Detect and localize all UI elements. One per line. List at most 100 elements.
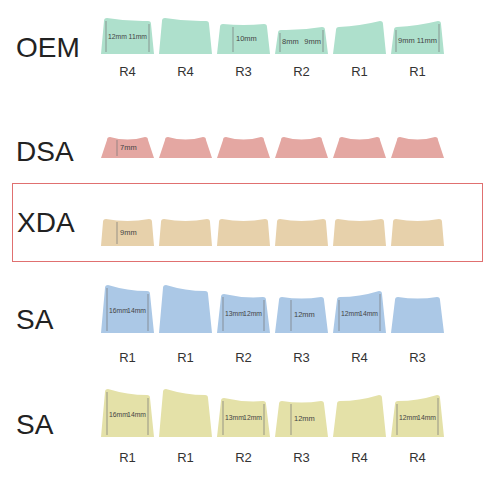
profile-name: SA [16,411,53,439]
keycap-body [333,395,386,437]
keycap-shape [158,18,213,54]
keycap-body [391,21,444,54]
keycap-shape [217,219,270,246]
keycap: 12mm14mmR4 [332,291,387,368]
keycap: 13mm12mmR2 [216,398,271,468]
keycap-shape [333,219,386,246]
keycap-shape [275,219,328,246]
dimension-label: 9mm [120,229,137,237]
keycap-body [159,18,212,54]
row-label: R4 [390,451,445,464]
keycap-body [159,389,212,437]
dimension-line [264,404,265,435]
keycap: R1 [332,21,387,82]
dimension-label: 12mm [108,34,127,41]
dimension-line [107,392,108,435]
keycap: 9mm11mmR1 [390,21,445,82]
dimension-line [223,401,224,435]
keycap-body [275,27,328,54]
keycap: R4 [332,395,387,468]
dimension-line [438,398,439,435]
keycap-shape [332,395,387,437]
dimension-label: 14mm [417,415,436,422]
keycap-body [101,219,154,246]
row-label: R1 [100,351,155,364]
keycap-body [217,294,270,333]
row-label: R2 [274,65,329,78]
keycap: 7mm [100,137,155,158]
dimension-label: 12mm [341,311,360,318]
keycap-body [333,21,386,54]
dimension-label: 12mm [399,415,418,422]
dimension-label: 11mm [129,34,147,41]
keycap: 12mmR3 [274,297,329,368]
dimension-label: 8mm [282,38,299,46]
keycap-shape [390,297,445,333]
keycap: R4 [158,18,213,82]
keycap: 8mm 9mmR2 [274,27,329,82]
keycap-body [391,297,444,333]
dimension-line [397,404,398,435]
dimension-line [323,30,324,52]
row-label: R4 [158,65,213,78]
dimension-line [148,294,149,331]
dimension-line [291,404,292,435]
row-label: R1 [332,65,387,78]
dimension-line [107,288,108,331]
row-label: R2 [216,451,271,464]
dimension-line [233,27,234,52]
keycap-shape [332,21,387,54]
dimension-label: 16mm [109,308,128,315]
profile-name: OEM [16,34,80,62]
keycap-shape [217,137,270,158]
dimension-line [117,222,118,244]
keycap-shape [275,137,328,158]
dimension-line [148,398,149,435]
keycap: 16mm14mmR1 [100,285,155,368]
dimension-line [280,33,281,52]
keycap-body [333,291,386,333]
keycap-body [159,285,212,333]
row-label: R4 [332,351,387,364]
keycap-body [217,24,270,54]
row-label: R1 [100,451,155,464]
keycap: 16mm14mmR1 [100,389,155,468]
dimension-label: 13mm [225,311,244,318]
dimension-label: 9mm [304,38,321,46]
keycap-body [391,395,444,437]
profile-name: DSA [16,138,74,166]
row-label: R1 [390,65,445,78]
dimension-line [396,30,397,52]
dimension-line [264,300,265,331]
keycap: 10mmR3 [216,24,271,82]
dimension-label: 7mm [120,144,137,152]
keycap-body [217,398,270,437]
row-label: R4 [332,451,387,464]
keycap-body [275,297,328,333]
dimension-label: 16mm [109,412,128,419]
keycap-shape [333,137,386,158]
row-label: R1 [158,451,213,464]
keycap-shape [159,219,212,246]
dimension-line [223,297,224,331]
keycap-shape [391,219,444,246]
keycap-body [101,389,154,437]
keycap-shape [159,137,212,158]
dimension-line [380,294,381,331]
keycap: 12mm11mmR4 [100,18,155,82]
keycap-body [101,285,154,333]
dimension-label: 14mm [127,412,146,419]
keycap: 12mm14mmR4 [390,395,445,468]
keycap-body [101,18,154,54]
dimension-label: 12mm [243,415,262,422]
highlight-frame: XDA9mm [12,183,483,262]
row-label: R2 [216,351,271,364]
dimension-label: 9mm [398,37,415,45]
keycap: R1 [158,285,213,368]
keycap-body [101,137,154,158]
dimension-line [106,21,107,52]
keycap: 13mm12mmR2 [216,294,271,368]
keycap: 12mmR3 [274,401,329,468]
dimension-label: 13mm [225,415,244,422]
dimension-label: 14mm [359,311,378,318]
